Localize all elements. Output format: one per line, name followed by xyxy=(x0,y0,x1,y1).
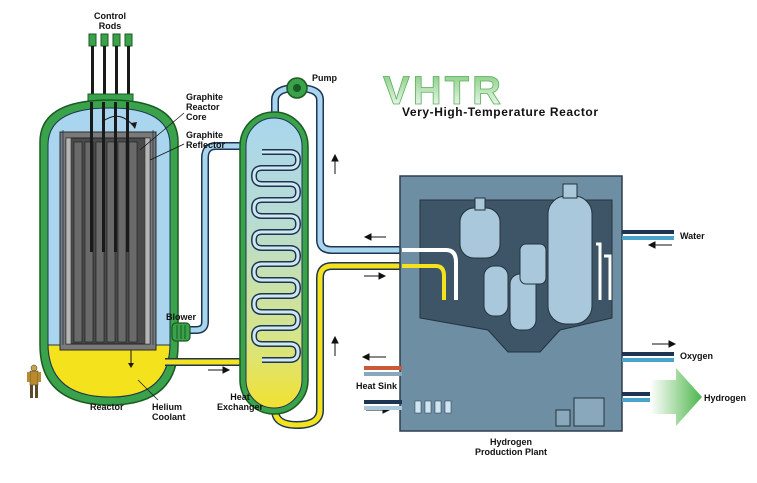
reactor-vessel xyxy=(39,99,179,406)
labels: Control Rods Graphite Reactor Core Graph… xyxy=(90,11,746,457)
label-plant-2: Production Plant xyxy=(475,447,547,457)
label-hydrogen: Hydrogen xyxy=(704,393,746,403)
label-pump: Pump xyxy=(312,73,338,83)
blower xyxy=(171,322,191,342)
hydrogen-arrow xyxy=(650,368,702,426)
hydrogen-plant xyxy=(399,175,623,432)
label-control-rods-1: Control xyxy=(94,11,126,21)
label-helium-coolant-1: Helium xyxy=(152,402,182,412)
label-graphite-reflector-2: Reflector xyxy=(186,140,226,150)
title-block: VHTR Very-High-Temperature Reactor xyxy=(383,69,599,119)
leader-graphite-reflector xyxy=(149,143,185,161)
label-control-rods-2: Rods xyxy=(99,21,122,31)
heat-exchanger xyxy=(239,111,309,415)
label-graphite-reflector-1: Graphite xyxy=(186,130,223,140)
label-blower: Blower xyxy=(166,312,197,322)
pump xyxy=(286,77,308,99)
label-reactor: Reactor xyxy=(90,402,124,412)
heat-sink-pipes xyxy=(364,366,402,410)
title-subtitle: Very-High-Temperature Reactor xyxy=(402,105,598,119)
label-graphite-core-2: Reactor xyxy=(186,102,220,112)
person-figure xyxy=(27,364,41,398)
label-plant-1: Hydrogen xyxy=(490,437,532,447)
label-graphite-core-1: Graphite xyxy=(186,92,223,102)
control-rods xyxy=(87,33,134,103)
label-helium-coolant-2: Coolant xyxy=(152,412,186,422)
label-oxygen: Oxygen xyxy=(680,351,713,361)
label-heat-exchanger-2: Exchanger xyxy=(217,402,264,412)
outlet-pipes xyxy=(622,230,674,402)
leader-graphite-core xyxy=(139,112,185,151)
coolant-pipes xyxy=(165,83,402,430)
label-water: Water xyxy=(680,231,705,241)
leader-helium xyxy=(137,379,159,401)
label-heat-sink: Heat Sink xyxy=(356,381,398,391)
label-graphite-core-3: Core xyxy=(186,112,207,122)
label-heat-exchanger-1: Heat xyxy=(230,392,250,402)
